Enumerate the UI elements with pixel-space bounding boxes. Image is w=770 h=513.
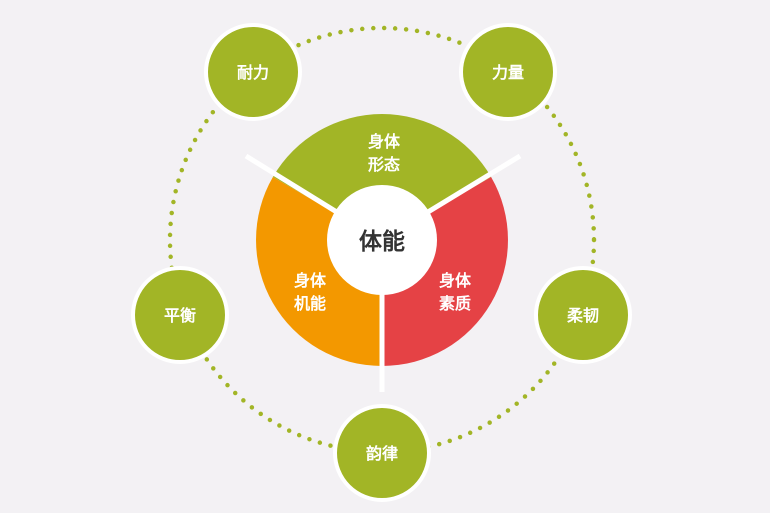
node-label: 柔韧 xyxy=(566,306,599,325)
segment-label: 身体 xyxy=(368,132,401,151)
node-label: 力量 xyxy=(492,63,524,82)
center-circle xyxy=(327,185,437,295)
node-label: 韵律 xyxy=(366,444,398,463)
node-strength: 力量 xyxy=(459,23,557,121)
segment-body-form xyxy=(272,114,492,240)
segment-label: 身体 xyxy=(294,271,327,290)
center-label: 体能 xyxy=(359,228,405,255)
node-flexibility: 柔韧 xyxy=(534,266,632,364)
segment-label: 素质 xyxy=(439,294,471,313)
dotted-orbit xyxy=(167,25,597,455)
segment-label: 身体 xyxy=(439,271,472,290)
node-endurance: 耐力 xyxy=(204,23,302,121)
segment-label: 机能 xyxy=(294,294,326,313)
node-label: 平衡 xyxy=(164,306,196,325)
node-balance: 平衡 xyxy=(131,266,229,364)
node-label: 耐力 xyxy=(237,63,269,82)
segment-label: 形态 xyxy=(368,155,400,174)
node-rhythm: 韵律 xyxy=(333,404,431,502)
